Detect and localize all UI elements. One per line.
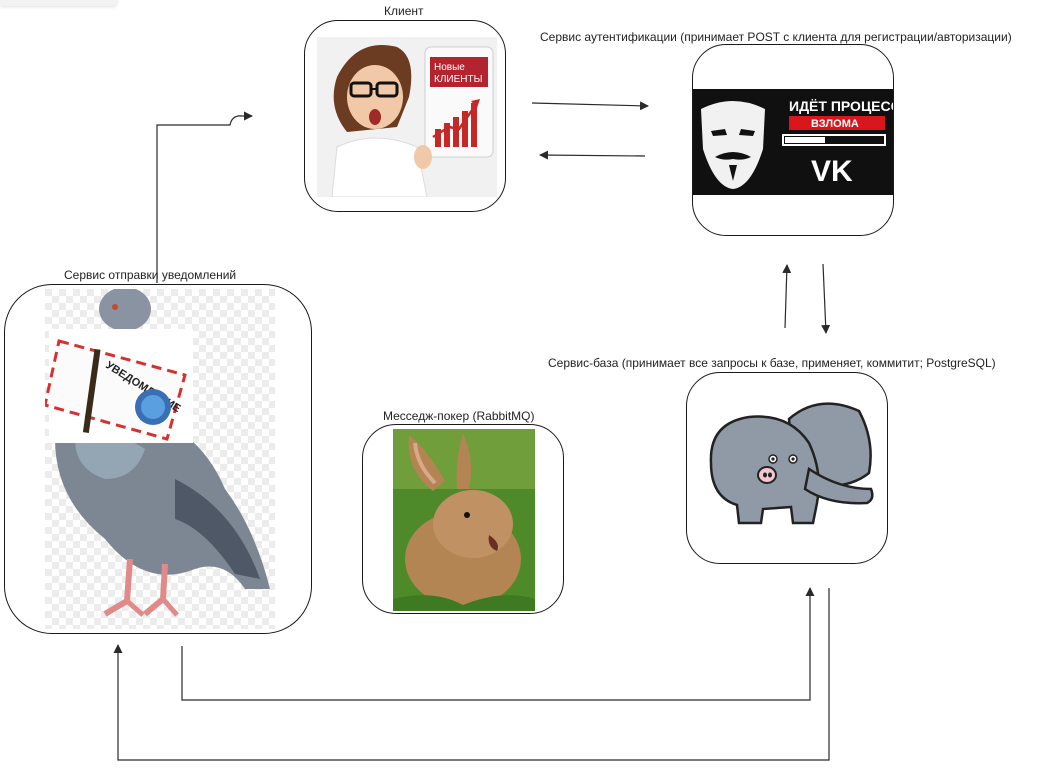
tablet-sign: Новые КЛИЕНТЫ <box>424 46 494 158</box>
svg-text:ВЗЛОМА: ВЗЛОМА <box>811 118 859 130</box>
arrow-notify-to-db <box>181 587 815 701</box>
arrow-auth-to-db <box>821 263 831 334</box>
notify-label: Сервис отправки уведомлений <box>64 268 237 282</box>
broker-node[interactable] <box>362 424 564 614</box>
svg-text:ИДЁТ ПРОЦЕСС: ИДЁТ ПРОЦЕСС <box>789 98 893 114</box>
arrow-auth-to-client <box>539 150 646 160</box>
arrow-client-to-auth <box>531 101 649 111</box>
envelope: УВЕДОМЛЕНИЕ <box>45 329 193 443</box>
arrow-notify-to-client <box>156 111 253 283</box>
businesswoman-icon: Новые КЛИЕНТЫ <box>317 37 497 197</box>
svg-text:VK: VK <box>811 155 853 188</box>
rabbit-icon <box>393 429 535 611</box>
svg-text:Новые: Новые <box>434 62 465 73</box>
db-label: Сервис-база (принимает все запросы к баз… <box>548 356 996 370</box>
arrow-db-to-notify <box>113 588 830 761</box>
notify-node[interactable]: УВЕДОМЛЕНИЕ <box>4 284 312 634</box>
auth-label: Сервис аутентификации (принимает POST с … <box>540 30 1012 44</box>
broker-label: Месседж-покер (RabbitMQ) <box>383 409 535 423</box>
elephant-icon <box>709 402 874 525</box>
hacker-mask-icon: ИДЁТ ПРОЦЕСС ВЗЛОМА VK <box>693 89 893 195</box>
arrow-db-to-auth <box>782 264 792 329</box>
auth-node[interactable]: ИДЁТ ПРОЦЕСС ВЗЛОМА VK <box>692 44 894 236</box>
db-node[interactable] <box>686 372 888 564</box>
client-label: Клиент <box>384 4 424 18</box>
client-node[interactable]: Новые КЛИЕНТЫ <box>304 20 506 212</box>
corner-chip <box>0 0 118 6</box>
svg-text:КЛИЕНТЫ: КЛИЕНТЫ <box>434 74 483 85</box>
pigeon-icon: УВЕДОМЛЕНИЕ <box>45 289 275 629</box>
